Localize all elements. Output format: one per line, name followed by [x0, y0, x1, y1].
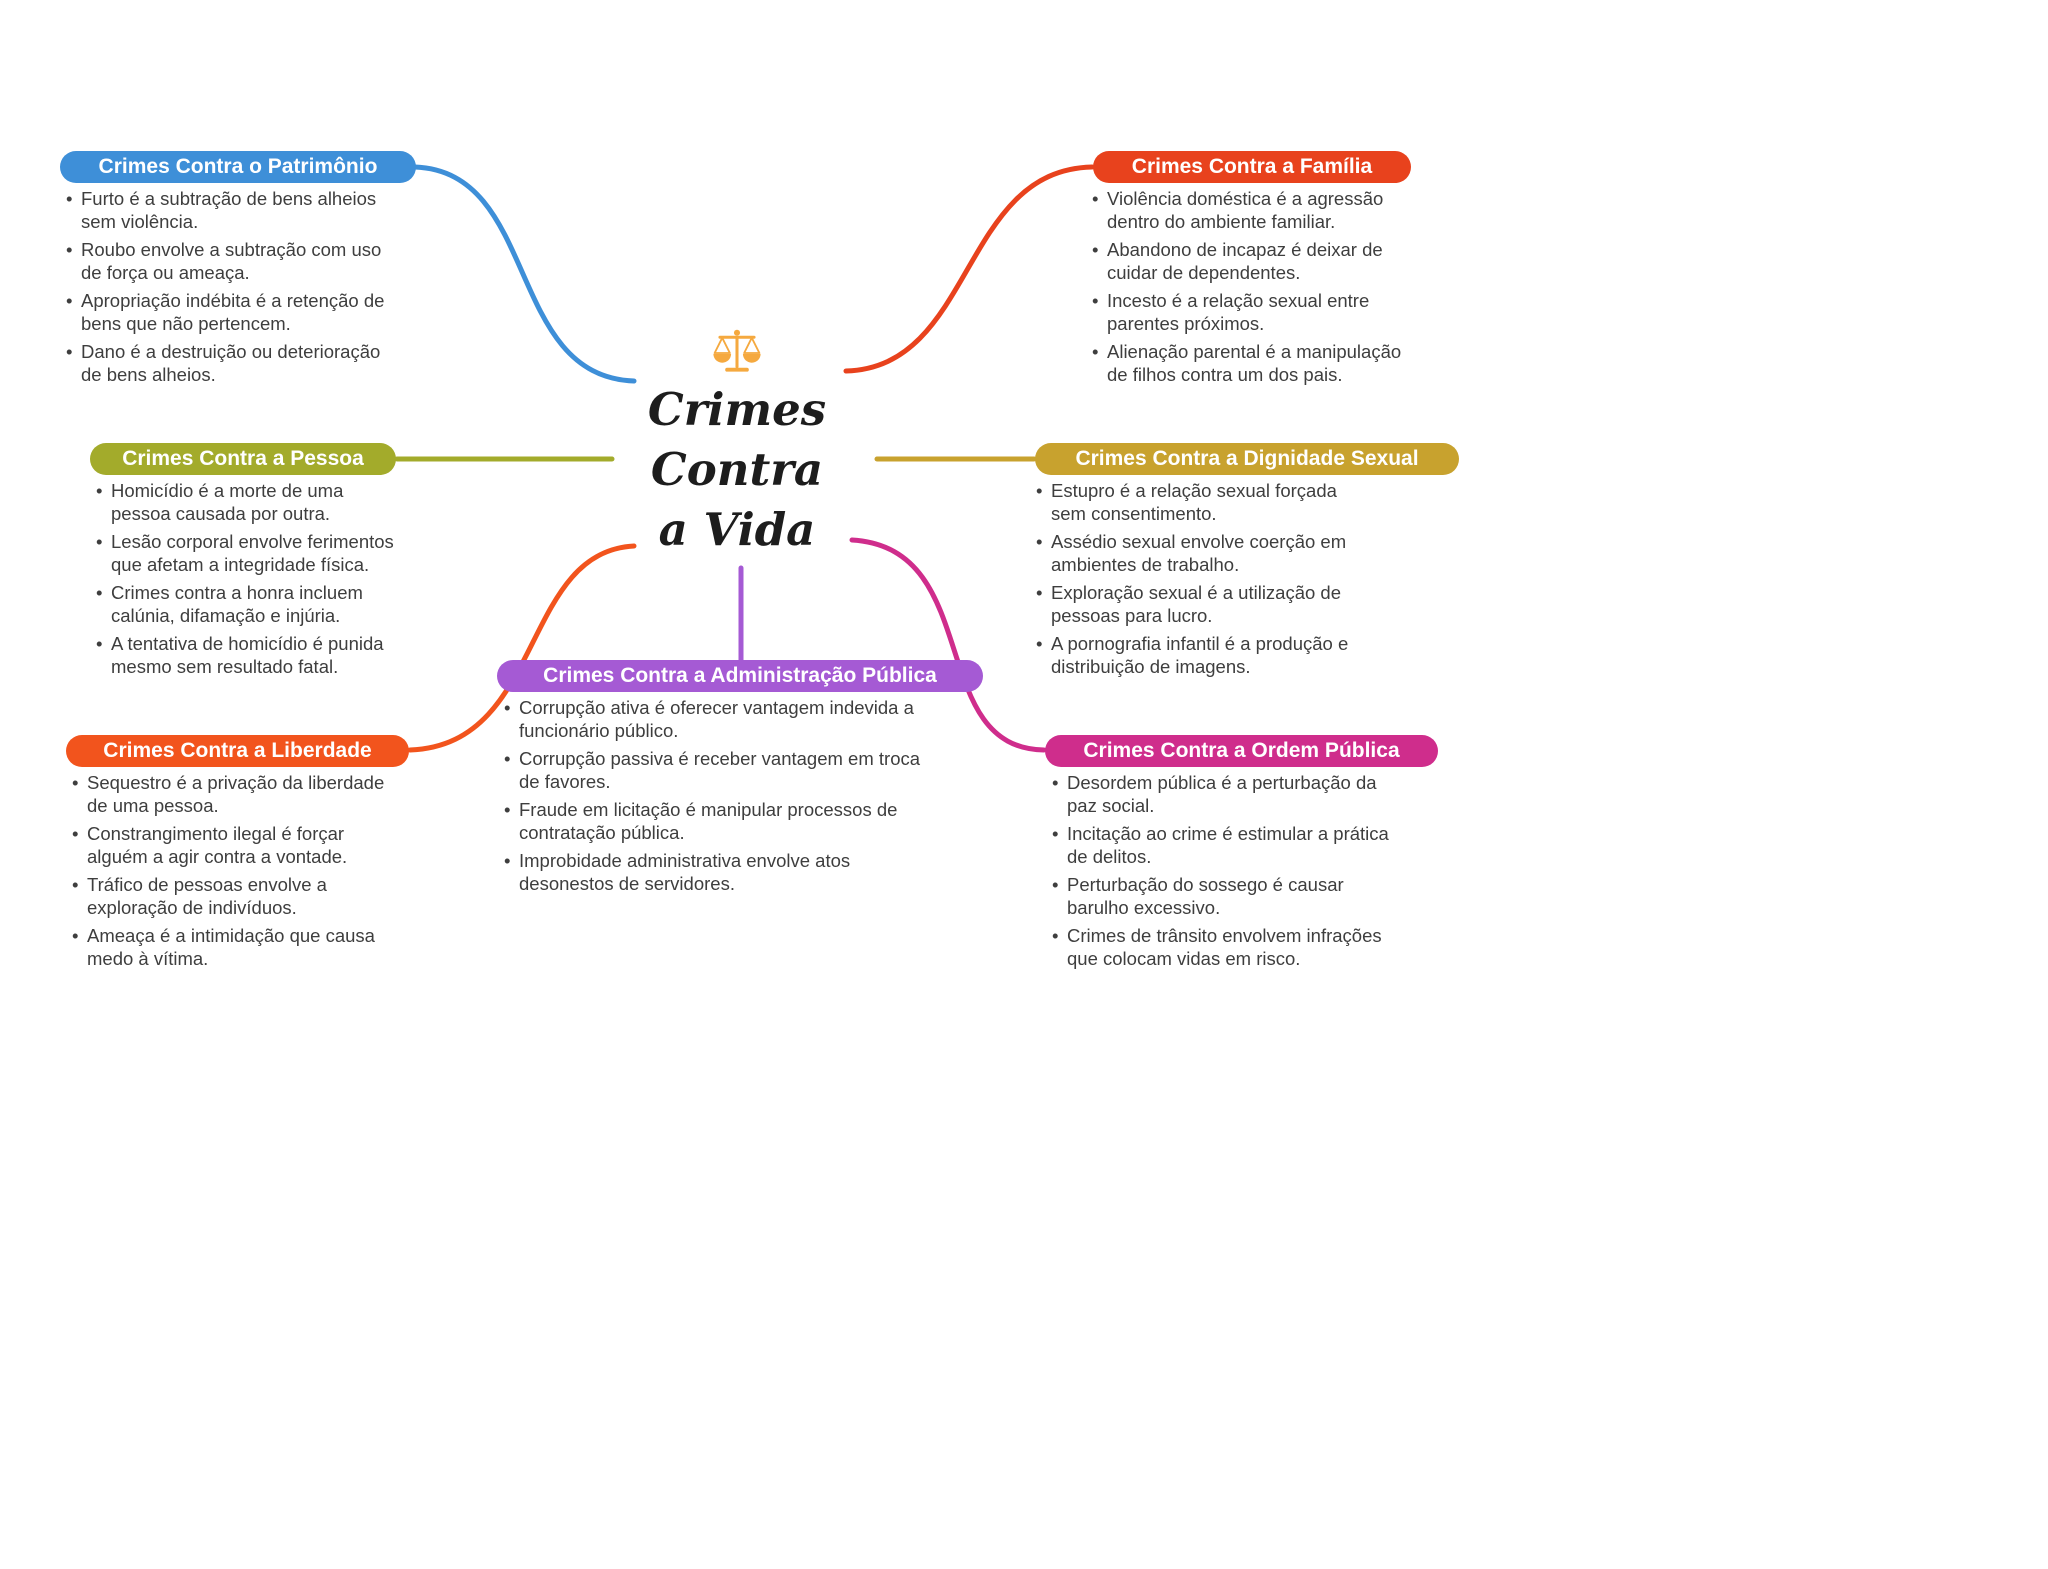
list-item: Corrupção passiva é receber vantagem em …	[500, 748, 935, 793]
list-item: Assédio sexual envolve coerção em ambien…	[1032, 531, 1372, 576]
center-title: Crimes Contra a Vida	[577, 380, 897, 560]
list-item: Ameaça é a intimidação que causa medo à …	[68, 925, 393, 970]
list-item: Abandono de incapaz é deixar de cuidar d…	[1088, 239, 1413, 284]
branch-header-liberdade: Crimes Contra a Liberdade	[66, 735, 409, 767]
list-item: Constrangimento ilegal é forçar alguém a…	[68, 823, 393, 868]
list-item: Crimes contra a honra incluem calúnia, d…	[92, 582, 407, 627]
list-item: Dano é a destruição ou deterioração de b…	[62, 341, 398, 386]
branch-header-familia: Crimes Contra a Família	[1093, 151, 1411, 183]
list-item: A pornografia infantil é a produção e di…	[1032, 633, 1372, 678]
branch-header-ordem-publica: Crimes Contra a Ordem Pública	[1045, 735, 1438, 767]
list-item: Violência doméstica é a agressão dentro …	[1088, 188, 1413, 233]
list-item: Estupro é a relação sexual forçada sem c…	[1032, 480, 1372, 525]
list-item: Desordem pública é a perturbação da paz …	[1048, 772, 1403, 817]
list-item: Incitação ao crime é estimular a prática…	[1048, 823, 1403, 868]
list-item: Exploração sexual é a utilização de pess…	[1032, 582, 1372, 627]
branch-list-patrimonio: Furto é a subtração de bens alheios sem …	[62, 188, 398, 393]
list-item: Corrupção ativa é oferecer vantagem inde…	[500, 697, 935, 742]
list-item: Apropriação indébita é a retenção de ben…	[62, 290, 398, 335]
list-item: Fraude em licitação é manipular processo…	[500, 799, 935, 844]
list-item: Crimes de trânsito envolvem infrações qu…	[1048, 925, 1403, 970]
connector-patrimonio	[412, 164, 637, 384]
branch-list-administracao-publica: Corrupção ativa é oferecer vantagem inde…	[500, 697, 935, 902]
branch-header-dignidade-sexual: Crimes Contra a Dignidade Sexual	[1035, 443, 1459, 475]
list-item: Alienação parental é a manipulação de fi…	[1088, 341, 1413, 386]
connector-familia	[843, 164, 1095, 374]
center-title-line: Crimes	[647, 383, 827, 436]
list-item: Incesto é a relação sexual entre parente…	[1088, 290, 1413, 335]
list-item: Tráfico de pessoas envolve a exploração …	[68, 874, 393, 919]
branch-header-administracao-publica: Crimes Contra a Administração Pública	[497, 660, 983, 692]
branch-list-pessoa: Homicídio é a morte de uma pessoa causad…	[92, 480, 407, 685]
branch-list-ordem-publica: Desordem pública é a perturbação da paz …	[1048, 772, 1403, 977]
branch-list-familia: Violência doméstica é a agressão dentro …	[1088, 188, 1413, 393]
list-item: Improbidade administrativa envolve atos …	[500, 850, 935, 895]
list-item: Lesão corporal envolve ferimentos que af…	[92, 531, 407, 576]
list-item: A tentativa de homicídio é punida mesmo …	[92, 633, 407, 678]
scales-of-justice-icon	[713, 329, 761, 372]
branch-list-dignidade-sexual: Estupro é a relação sexual forçada sem c…	[1032, 480, 1372, 685]
branch-list-liberdade: Sequestro é a privação da liberdade de u…	[68, 772, 393, 977]
center-title-line: Contra	[650, 443, 824, 496]
center-title-line: a Vida	[658, 503, 816, 556]
branch-header-pessoa: Crimes Contra a Pessoa	[90, 443, 396, 475]
list-item: Sequestro é a privação da liberdade de u…	[68, 772, 393, 817]
list-item: Roubo envolve a subtração com uso de for…	[62, 239, 398, 284]
branch-header-patrimonio: Crimes Contra o Patrimônio	[60, 151, 416, 183]
list-item: Furto é a subtração de bens alheios sem …	[62, 188, 398, 233]
list-item: Homicídio é a morte de uma pessoa causad…	[92, 480, 407, 525]
list-item: Perturbação do sossego é causar barulho …	[1048, 874, 1403, 919]
